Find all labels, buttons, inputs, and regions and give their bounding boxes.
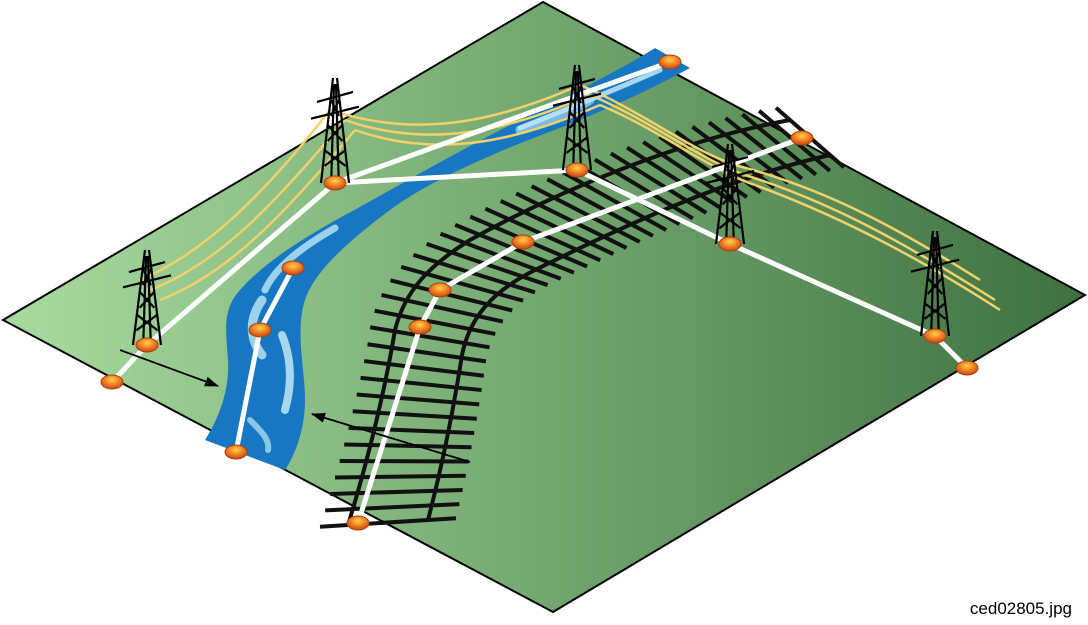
railway-tie — [625, 145, 721, 210]
railway-ties — [319, 106, 846, 529]
route-node — [658, 54, 682, 70]
railway-tie — [344, 442, 472, 450]
railway-tie — [609, 151, 708, 215]
rail-right — [426, 153, 831, 521]
railway-tie — [546, 177, 654, 238]
route-node — [408, 319, 432, 335]
railway-tie — [642, 140, 735, 204]
route-node — [346, 515, 370, 531]
railway-tie — [352, 409, 477, 421]
transmission-tower — [552, 64, 602, 177]
route-node — [135, 337, 159, 353]
railway-tie — [724, 116, 804, 181]
image-caption: ced02805.jpg — [969, 599, 1072, 618]
route-node — [923, 328, 947, 344]
route-node — [248, 322, 272, 338]
pointer-arrows — [119, 349, 471, 463]
railway-tie — [330, 487, 463, 496]
route-node — [790, 130, 814, 146]
railway-tie — [325, 502, 460, 513]
route-node — [955, 360, 979, 376]
railway-tie — [515, 191, 628, 250]
railway-tie — [412, 252, 536, 295]
transmission-tower — [705, 143, 755, 251]
railway-tie — [707, 120, 790, 185]
railway-tie — [367, 342, 487, 364]
railway-track — [319, 106, 846, 529]
route-node — [718, 236, 742, 252]
railway-tie — [319, 516, 457, 529]
railway-tie — [381, 293, 504, 324]
route-node — [428, 282, 452, 298]
railway-tie — [530, 184, 641, 244]
rail-left — [346, 118, 791, 526]
pointer-arrow — [311, 412, 471, 463]
railway-tie — [400, 265, 524, 303]
railway-tie — [369, 325, 490, 350]
route-node — [281, 260, 305, 276]
railway-tie — [339, 459, 469, 464]
transmission-towers — [122, 64, 960, 352]
railway-tie — [363, 359, 485, 378]
railway-tie — [593, 157, 694, 221]
route-node — [511, 234, 535, 250]
route-node — [565, 162, 589, 178]
railway-tie — [334, 473, 466, 480]
railway-tie — [360, 375, 482, 393]
railway-tie — [389, 278, 513, 313]
railway-tie — [348, 425, 475, 436]
railway-tie — [374, 308, 496, 336]
railway-tie — [356, 392, 480, 407]
transmission-tower — [310, 77, 360, 190]
route-node — [323, 175, 347, 191]
pointer-arrow — [119, 349, 219, 387]
transmission-tower — [910, 230, 960, 343]
transmission-tower — [122, 249, 172, 352]
route-node — [224, 444, 248, 460]
route-node — [100, 374, 124, 390]
railway-tie — [562, 170, 668, 232]
route-nodes — [100, 54, 979, 531]
